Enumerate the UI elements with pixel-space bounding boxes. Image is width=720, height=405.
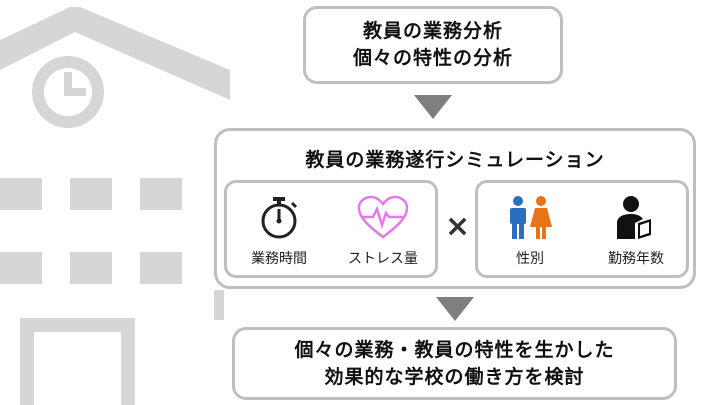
person-book-icon xyxy=(617,196,651,239)
multiply-icon: × xyxy=(445,209,471,244)
down-arrow-2 xyxy=(436,297,474,321)
heart-pulse-icon xyxy=(357,195,409,239)
analysis-line-2: 個々の特性の分析 xyxy=(352,47,513,69)
stress-label: ストレス量 xyxy=(348,251,418,267)
workload-group: 業務時間 ストレス量 xyxy=(224,180,438,278)
analysis-box: 教員の業務分析 個々の特性の分析 xyxy=(303,6,563,84)
attribute-group: 性別 勤務年数 xyxy=(475,180,689,278)
years-label: 勤務年数 xyxy=(608,251,664,267)
item-years: 勤務年数 xyxy=(586,183,686,268)
work-hours-label: 業務時間 xyxy=(251,251,307,267)
gender-label: 性別 xyxy=(516,251,544,267)
result-line-2: 効果的な学校の働き方を検討 xyxy=(324,365,585,388)
item-gender: 性別 xyxy=(480,183,580,268)
clock-icon xyxy=(32,56,104,128)
down-arrow-1 xyxy=(414,95,452,119)
analysis-line-1: 教員の業務分析 xyxy=(362,20,503,42)
simulation-box: 教員の業務遂行シミュレーション 業務時間 ストレス量 × xyxy=(214,128,696,289)
stopwatch-icon xyxy=(261,197,298,239)
male-female-icon xyxy=(510,196,552,239)
result-line-1: 個々の業務・教員の特性を生かした xyxy=(294,338,615,361)
item-work-hours: 業務時間 xyxy=(229,183,329,268)
item-stress: ストレス量 xyxy=(333,183,433,268)
result-box: 個々の業務・教員の特性を生かした 効果的な学校の働き方を検討 xyxy=(232,327,677,400)
simulation-title: 教員の業務遂行シミュレーション xyxy=(305,149,605,171)
